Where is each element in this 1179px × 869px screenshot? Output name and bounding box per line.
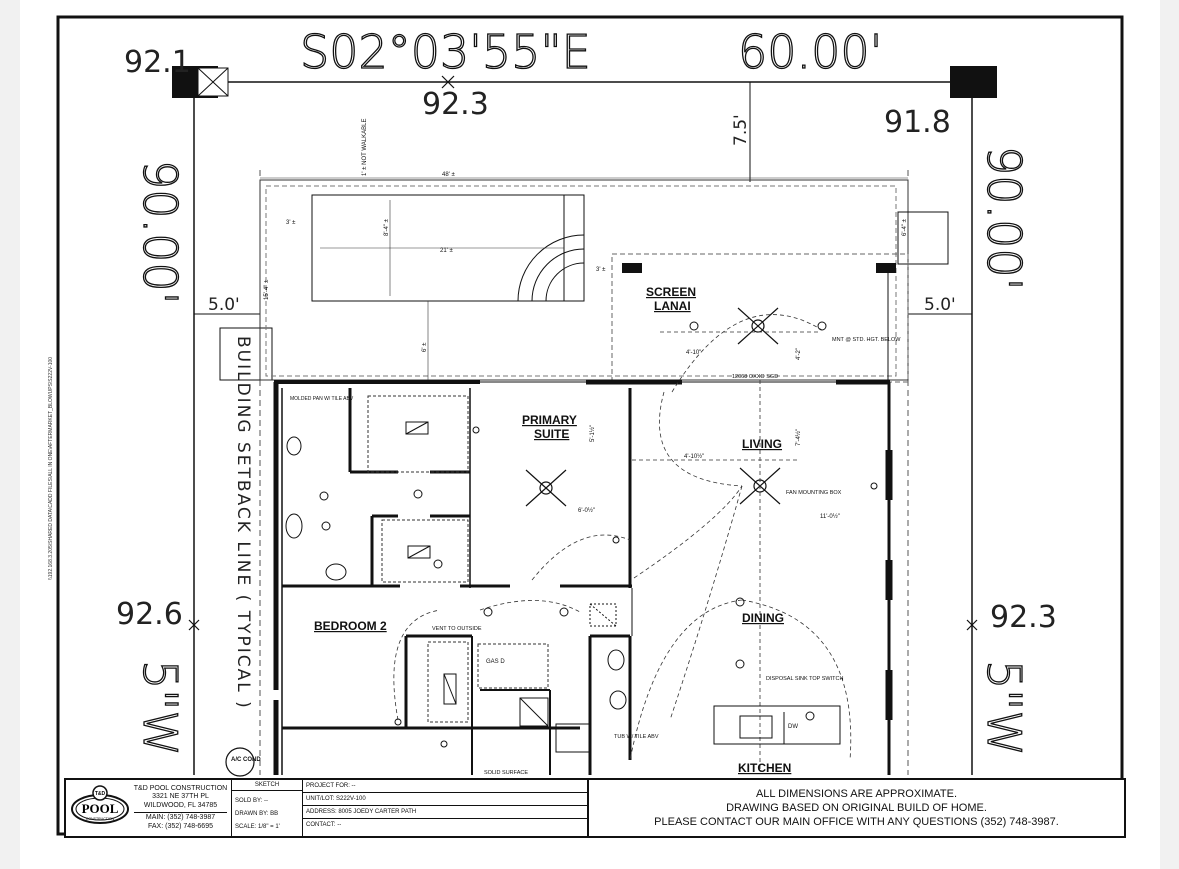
distance-top: 60.00' [738, 25, 882, 79]
svg-text:POOL: POOL [82, 801, 119, 816]
svg-text:A/C COND: A/C COND [231, 757, 261, 763]
house-walls [273, 379, 893, 775]
project-section: PROJECT FOR: -- UNIT/LOT: S222V-100 ADDR… [303, 780, 589, 836]
drawing-sheet: S02°03'55"E 60.00' 92.1 92.3 91.8 92.6 9… [20, 0, 1160, 869]
company-address2: WILDWOOD, FL 34785 [143, 801, 218, 809]
elevation-top-left: 92.1 [124, 45, 191, 80]
note-original-build: DRAWING BASED ON ORIGINAL BUILD OF HOME. [726, 802, 987, 814]
site-plan-drawing: S02°03'55"E 60.00' 92.1 92.3 91.8 92.6 9… [56, 15, 1124, 836]
note-dimensions: ALL DIMENSIONS ARE APPROXIMATE. [755, 788, 958, 800]
scale: SCALE: 1/8" = 1' [235, 824, 280, 830]
dim-primary-2: 5'-1½" [589, 425, 596, 442]
project-for: PROJECT FOR: -- [303, 780, 587, 793]
ceiling-fan-icons [525, 307, 781, 507]
dim-living-2: 7'-4½" [795, 429, 802, 446]
company-logo: T&D POOL CONSTRUCTION [70, 785, 130, 831]
project-address: ADDRESS: 8005 JOEDY CARTER PATH [303, 806, 587, 819]
dim-lanai-2: 4'-2" [796, 348, 802, 360]
elevation-top-mid: 92.3 [422, 87, 489, 122]
company-main-phone: MAIN: (352) 748-3987 [134, 812, 227, 823]
light-fixtures [319, 321, 878, 748]
pool-length: 21' ± [440, 248, 453, 254]
drawn-by: DRAWN BY: BB [235, 811, 279, 817]
kitchen-sink [739, 715, 773, 739]
bath-fixtures [285, 421, 627, 753]
distance-right: 90.00' [977, 146, 1031, 290]
company-section: T&D POOL CONSTRUCTION T&D POOL CONSTRUCT… [66, 780, 232, 836]
bearing-right-partial: 5"W [977, 660, 1031, 756]
disposal-note: DISPOSAL SINK TOP SWITCH [766, 676, 843, 682]
svg-text:CONSTRUCTION: CONSTRUCTION [86, 817, 115, 821]
vent-note: VENT TO OUTSIDE [432, 626, 482, 632]
ac-condenser [225, 747, 255, 777]
kitchen-island [713, 705, 841, 745]
setback-right-dim: 5.0' [924, 295, 956, 315]
company-name: T&D POOL CONSTRUCTION [133, 784, 228, 792]
dim-living-3: 11'-0½" [820, 513, 840, 520]
room-label-dining: DINING [742, 611, 784, 625]
file-path-note: \\192.168.3.205\SHARED DATA\CADD FILES\A… [48, 356, 54, 580]
elevation-marks [188, 75, 978, 631]
sold-by: SOLD BY: -- [235, 798, 269, 804]
dim-primary-1: 6'-0½" [578, 507, 595, 514]
elevation-top-right: 91.8 [884, 105, 951, 140]
fan-box-note: FAN MOUNTING BOX [786, 490, 842, 496]
sketch-section: SKETCH SOLD BY: -- DRAWN BY: BB SCALE: 1… [232, 780, 303, 836]
room-label-kitchen: KITCHEN [738, 761, 791, 775]
not-walkable-note: 1' ± NOT WALKABLE [362, 119, 368, 176]
svg-text:T&D: T&D [95, 791, 106, 797]
pool-steps [517, 234, 585, 302]
room-label-primary: PRIMARY [522, 413, 577, 427]
molded-pan-note: MOLDED PAN W/ TILE ABV [290, 396, 354, 402]
bearing-top: S02°03'55"E [300, 25, 591, 79]
svg-text:DW: DW [788, 724, 798, 730]
dim-living-1: 4'-10½" [684, 453, 704, 460]
room-label-suite: SUITE [534, 427, 569, 441]
bearing-left-partial: 5"W [133, 660, 187, 756]
pool-edge-right: 3' ± [596, 267, 606, 273]
pool-equipment-pad [897, 211, 949, 265]
title-block: T&D POOL CONSTRUCTION T&D POOL CONSTRUCT… [64, 778, 1126, 838]
contact: CONTACT: -- [306, 822, 342, 828]
distance-left: 90.00' [133, 160, 187, 304]
deck-right-dim: 6'-4" ± [902, 218, 908, 236]
screen-lanai-enclosure [611, 253, 909, 383]
setback-left-dim: 5.0' [208, 295, 240, 315]
company-address1: 3321 NE 37TH PL [152, 793, 209, 801]
wiring-runs [393, 314, 852, 770]
elevation-left: 92.6 [116, 597, 183, 632]
pool-width: 8'-4" ± [384, 218, 390, 236]
solid-surface-note: SOLID SURFACE [484, 770, 528, 776]
tub-note: TUB W/ TILE ABV [614, 734, 659, 740]
room-label-bedroom2: BEDROOM 2 [314, 619, 387, 633]
sketch-heading: SKETCH [232, 780, 302, 791]
deck-left-dim: 15'-4" ± [264, 279, 270, 300]
pool-edge-left: 3' ± [286, 220, 296, 226]
pool-overall-width: 48' ± [442, 172, 455, 178]
setback-top-dim: 7.5' [731, 114, 751, 146]
corner-marker-right [950, 66, 997, 98]
mnt-note: MNT @ STD. HGT. BELOW [832, 337, 901, 343]
unit-lot: UNIT/LOT: S222V-100 [303, 793, 587, 806]
note-contact: PLEASE CONTACT OUR MAIN OFFICE WITH ANY … [654, 816, 1059, 828]
dim-lanai-1: 4'-10" [686, 350, 701, 356]
room-label-living: LIVING [742, 437, 782, 451]
setback-label: BUILDING SETBACK LINE ( TYPICAL ) [233, 336, 253, 710]
room-label-lanai: LANAI [654, 299, 691, 313]
notes-section: ALL DIMENSIONS ARE APPROXIMATE. DRAWING … [589, 780, 1124, 836]
elevation-right: 92.3 [990, 600, 1057, 635]
deck-bottom-dim: 6' ± [422, 342, 428, 352]
company-fax: FAX: (352) 748-6695 [148, 822, 213, 830]
room-label-screen: SCREEN [646, 285, 696, 299]
pool-shape [311, 194, 585, 302]
sliding-door-note: 12068 OXXO SGD [732, 374, 778, 380]
gas-dryer-note: GAS D [486, 659, 505, 665]
